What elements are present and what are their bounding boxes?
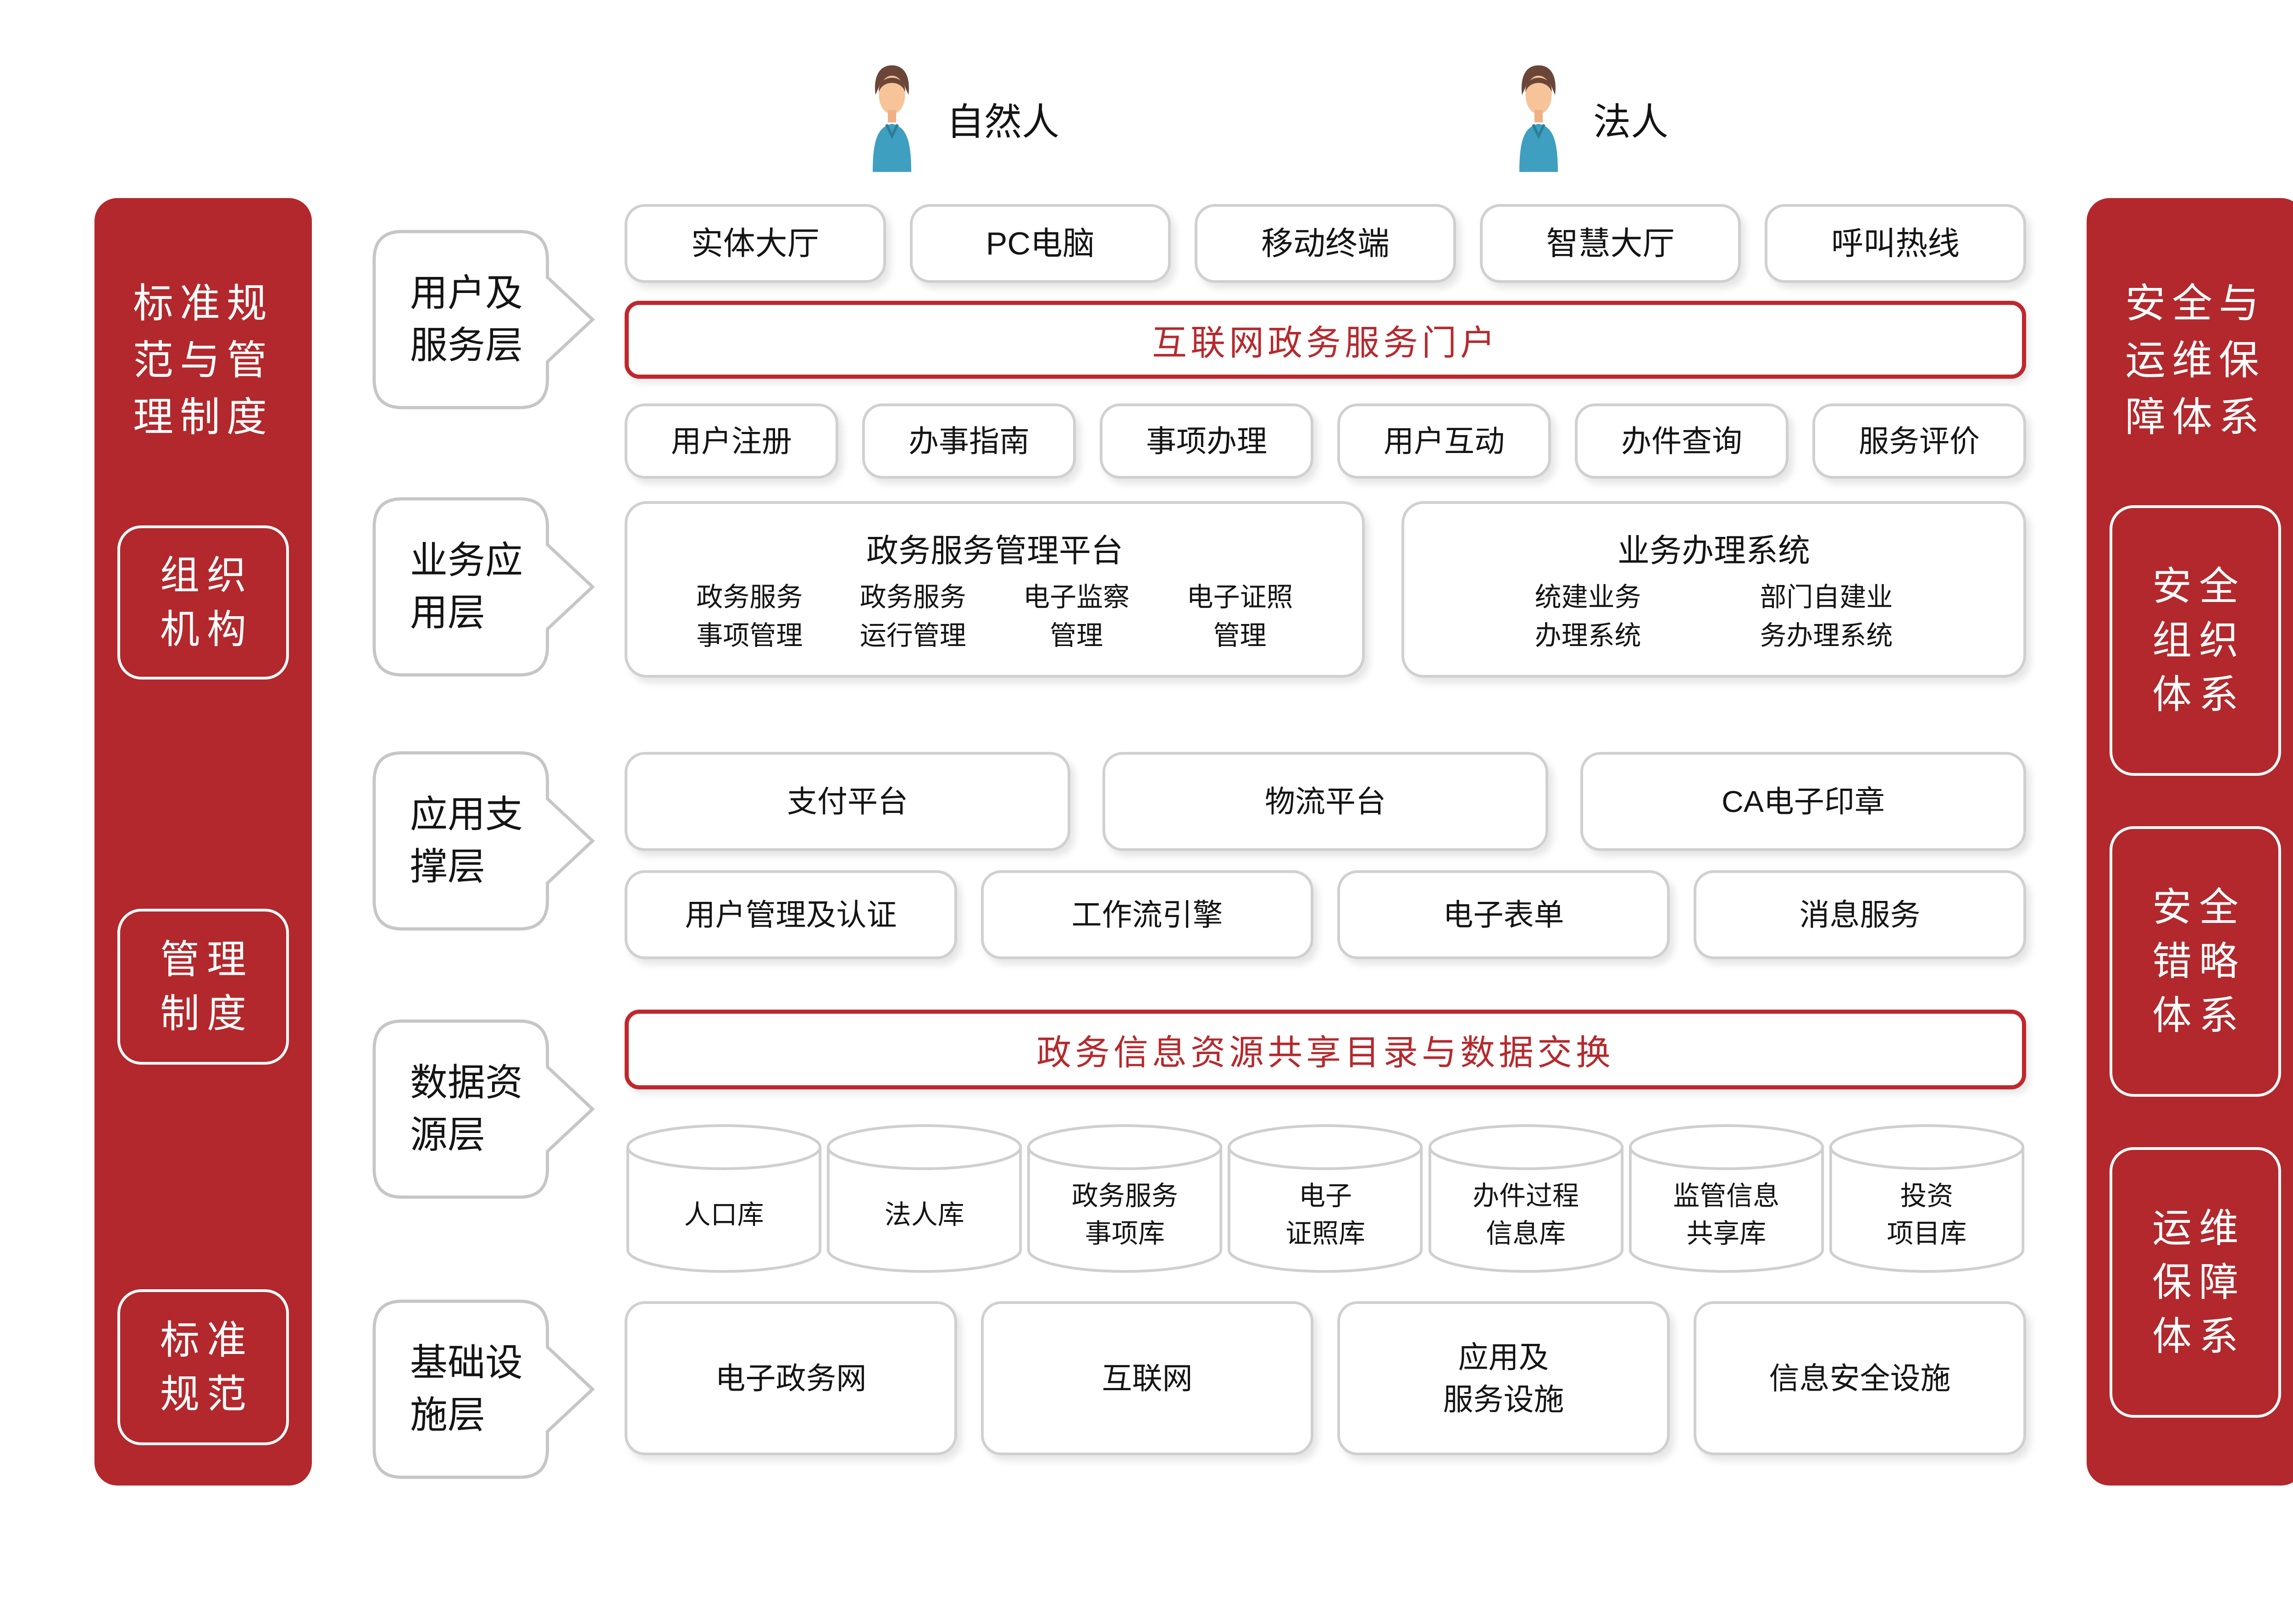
platform-subitem: 电子监察 管理 <box>1023 582 1130 651</box>
cylinder-icon <box>827 1124 1022 1273</box>
layer-label-infrastructure: 基础设 施层 <box>371 1298 596 1481</box>
cylinder-icon <box>626 1124 822 1273</box>
internet-gov-portal-banner: 互联网政务服务门户 <box>625 301 2026 379</box>
channel-box: 移动终端 <box>1195 204 1456 283</box>
arrow-callout-shape <box>372 1299 595 1479</box>
cylinder-icon <box>1428 1124 1623 1273</box>
database-cylinder: 法人库 <box>825 1122 1024 1275</box>
databases-row: 人口库 法人库 政务服务 事项库 <box>625 1122 2026 1275</box>
function-box: 办事指南 <box>862 403 1076 479</box>
infrastructure-box: 互联网 <box>981 1301 1313 1455</box>
app-support-row-1: 支付平台 物流平台 CA电子印章 <box>625 752 2026 851</box>
infrastructure-box: 应用及 服务设施 <box>1337 1301 1670 1455</box>
database-cylinder: 政务服务 事项库 <box>1025 1122 1224 1275</box>
layer-label-data-resource: 数据资 源层 <box>371 1017 596 1201</box>
pillar-title: 安全与 运维保 障体系 <box>2125 281 2265 440</box>
infrastructure-box: 信息安全设施 <box>1694 1301 2026 1455</box>
database-cylinder: 电子 证照库 <box>1226 1122 1424 1275</box>
platform-title: 政务服务管理平台 <box>866 533 1123 569</box>
pillar-item-security-org: 安全 组织 体系 <box>2110 505 2281 776</box>
support-box: 物流平台 <box>1102 752 1548 851</box>
infrastructure-row: 电子政务网 互联网 应用及 服务设施 信息安全设施 <box>625 1301 2026 1455</box>
person-icon <box>873 65 911 172</box>
actor-label: 法人 <box>1593 101 1669 143</box>
support-box: 工作流引擎 <box>981 870 1313 959</box>
portal-banner-row: 互联网政务服务门户 <box>625 301 2026 379</box>
infrastructure-box: 电子政务网 <box>625 1301 957 1455</box>
database-cylinder: 办件过程 信息库 <box>1427 1122 1625 1275</box>
pillar-item-management: 管理 制度 <box>117 909 289 1065</box>
business-handling-system-box: 业务办理系统 统建业务 办理系统 部门自建业 务办理系统 <box>1401 501 2026 678</box>
arrow-callout-shape <box>372 1019 595 1199</box>
gov-service-mgmt-platform-box: 政务服务管理平台 政务服务 事项管理 政务服务 运行管理 电子监察 管理 电子证… <box>625 501 1365 678</box>
standards-management-pillar: 标准规 范与管 理制度 组织 机构 管理 制度 标准 规范 <box>94 198 312 1486</box>
portal-functions-row: 用户注册 办事指南 事项办理 用户互动 办件查询 服务评价 <box>625 403 2026 479</box>
data-exchange-banner-row: 政务信息资源共享目录与数据交换 <box>625 1010 2026 1089</box>
data-sharing-exchange-banner: 政务信息资源共享目录与数据交换 <box>625 1010 2026 1089</box>
function-box: 服务评价 <box>1812 403 2026 479</box>
arrow-callout-shape <box>372 751 595 931</box>
channel-box: 呼叫热线 <box>1765 204 2026 283</box>
cylinder-icon <box>1027 1124 1223 1273</box>
business-app-row: 政务服务管理平台 政务服务 事项管理 政务服务 运行管理 电子监察 管理 电子证… <box>625 501 2026 678</box>
pillar-title: 标准规 范与管 理制度 <box>133 281 273 440</box>
security-operations-pillar: 安全与 运维保 障体系 安全 组织 体系 安全 错略 体系 运维 保障 体系 <box>2087 198 2293 1486</box>
function-box: 事项办理 <box>1100 403 1313 479</box>
channel-box: 智慧大厅 <box>1479 204 1741 283</box>
arrow-callout-shape <box>372 230 595 409</box>
function-box: 办件查询 <box>1575 403 1789 479</box>
arrow-callout-shape <box>372 497 595 677</box>
layer-label-user-service: 用户及 服务层 <box>371 228 596 411</box>
platform-subitem: 电子证照 管理 <box>1186 582 1293 651</box>
cylinder-icon <box>1228 1124 1423 1273</box>
channel-box: PC电脑 <box>909 204 1171 283</box>
legal-person-actor: 法人 <box>1504 63 1668 173</box>
actor-label: 自然人 <box>947 101 1060 143</box>
pillar-item-ops-support: 运维 保障 体系 <box>2110 1147 2281 1418</box>
database-cylinder: 监管信息 共享库 <box>1627 1122 1826 1275</box>
support-box: 支付平台 <box>625 752 1070 851</box>
layer-label-business-app: 业务应 用层 <box>371 495 596 679</box>
function-box: 用户互动 <box>1337 403 1551 479</box>
natural-person-actor: 自然人 <box>858 63 1059 173</box>
channel-box: 实体大厅 <box>625 204 886 283</box>
platform-subitem: 政务服务 运行管理 <box>859 582 966 651</box>
pillar-item-standards: 标准 规范 <box>117 1289 289 1445</box>
database-cylinder: 人口库 <box>625 1122 823 1275</box>
platform-subitem: 部门自建业 务办理系统 <box>1760 582 1893 651</box>
cylinder-icon <box>1829 1124 2025 1273</box>
database-cylinder: 投资 项目库 <box>1828 1122 2026 1275</box>
platform-subitem: 统建业务 办理系统 <box>1534 582 1641 651</box>
layer-label-app-support: 应用支 撑层 <box>371 749 596 933</box>
support-box: 用户管理及认证 <box>625 870 957 959</box>
pillar-item-security-strategy: 安全 错略 体系 <box>2110 826 2281 1097</box>
cylinder-icon <box>1628 1124 1824 1273</box>
support-box: 消息服务 <box>1694 870 2026 959</box>
platform-subitem: 政务服务 事项管理 <box>696 582 803 651</box>
channels-row: 实体大厅 PC电脑 移动终端 智慧大厅 呼叫热线 <box>625 204 2026 283</box>
pillar-item-organization: 组织 机构 <box>117 525 289 679</box>
function-box: 用户注册 <box>625 403 838 479</box>
support-box: 电子表单 <box>1337 870 1670 959</box>
platform-title: 业务办理系统 <box>1617 533 1810 569</box>
support-box: CA电子印章 <box>1580 752 2026 851</box>
person-icon <box>1519 65 1558 172</box>
app-support-row-2: 用户管理及认证 工作流引擎 电子表单 消息服务 <box>625 870 2026 959</box>
